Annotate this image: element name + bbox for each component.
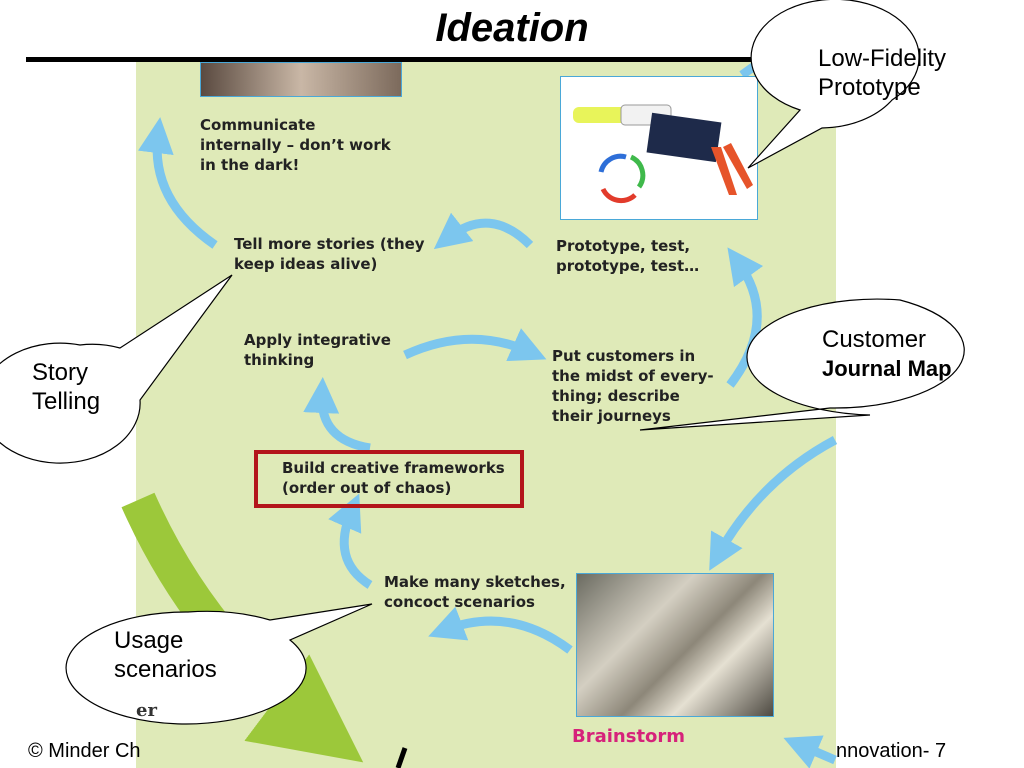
bubble-customer	[639, 298, 965, 431]
step-communicate: Communicate internally – don’t work in t…	[200, 116, 391, 174]
step-frameworks: Build creative frameworks (order out of …	[282, 459, 505, 497]
step-sketches: Make many sketches, concoct scenarios	[384, 573, 566, 611]
step-integrative: Apply integrative thinking	[244, 331, 391, 369]
arrow-into-brainstorm	[709, 436, 838, 571]
brainstorm-label: Brainstorm	[572, 726, 686, 747]
step-stories: Tell more stories (they keep ideas alive…	[234, 235, 425, 273]
callout-customer: Customer Journal Map	[822, 326, 952, 381]
bubble-story	[0, 274, 233, 464]
bottom-black-stroke	[395, 747, 408, 768]
arrow-customers-to-prototype	[726, 247, 764, 388]
step-prototype: Prototype, test, prototype, test…	[556, 237, 700, 275]
step-customers: Put customers in the midst of every-thin…	[552, 347, 714, 425]
bubble-usage	[65, 603, 373, 725]
footer-copyright: © Minder Ch	[28, 740, 141, 762]
frameworks-highlight-box	[254, 450, 524, 508]
arrow-communicate-up	[137, 117, 218, 249]
arrow-frameworks-to-integrative	[303, 377, 371, 453]
callout-story: Story Telling	[32, 359, 101, 415]
footer-slide-number: nnovation- 7	[836, 740, 947, 762]
slide-title: Ideation	[435, 6, 589, 50]
title-rule	[26, 57, 786, 62]
team-photo-top	[200, 62, 402, 97]
fragment-text: er	[136, 700, 157, 721]
brainstorm-photo	[576, 573, 774, 717]
prototype-photo	[560, 76, 758, 220]
arrow-integrative-to-customers	[403, 328, 547, 362]
callout-low-fidelity: Low-Fidelity Prototype	[818, 45, 947, 101]
arrow-prototype-to-stories	[433, 212, 534, 250]
arrow-brainstorm-to-sketches	[428, 606, 573, 654]
bubble-low-fidelity	[747, 0, 920, 169]
arrow-sketches-to-frameworks	[328, 493, 373, 589]
arrow-bottom-right	[783, 735, 837, 768]
callout-usage: Usage scenarios	[114, 627, 217, 683]
prototype-illustration	[573, 104, 753, 204]
